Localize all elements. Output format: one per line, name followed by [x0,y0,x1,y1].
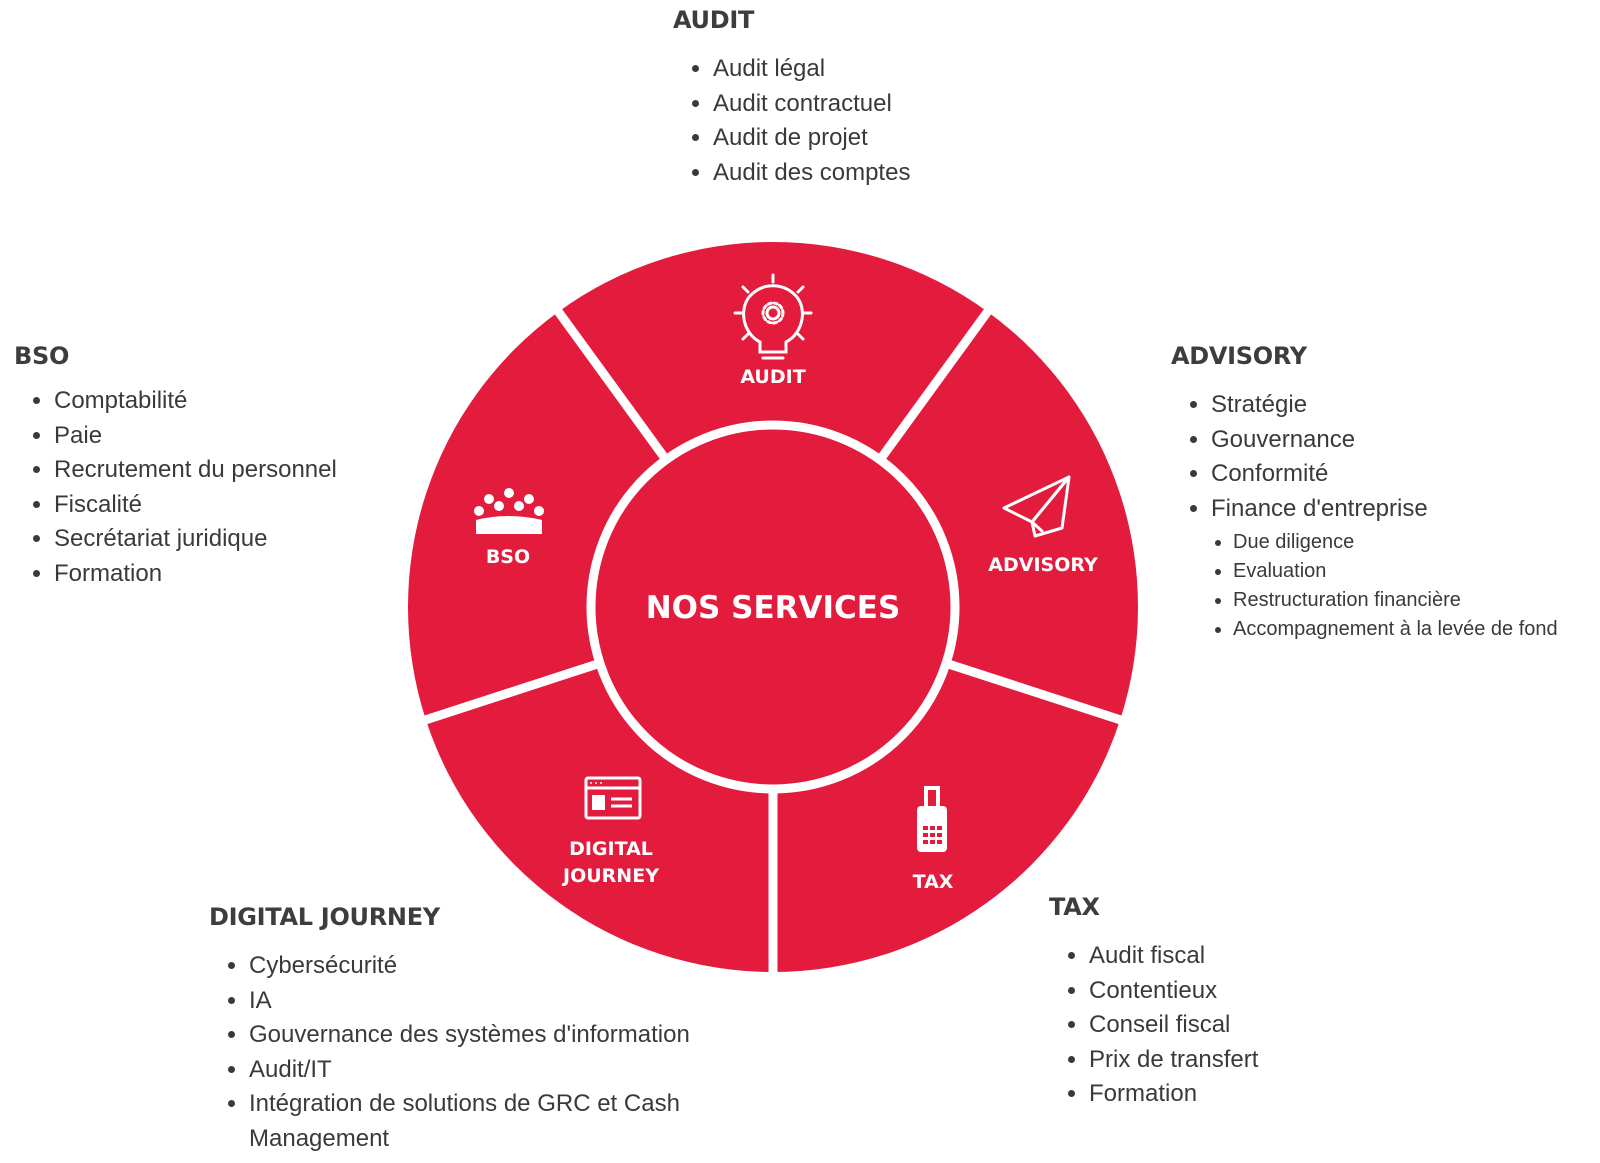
bso-heading: BSO [14,342,70,370]
audit-services-block: AUDIT Audit légal Audit contractuel Audi… [673,6,910,190]
segment-separator [422,658,604,725]
list-item: Conformité [1211,457,1558,492]
wheel-separators [422,307,1124,974]
center-title: NOS SERVICES [646,590,901,626]
tax-heading: TAX [1049,893,1100,921]
list-item: Gouvernance des systèmes d'information [249,1018,769,1053]
team-meeting-icon [474,488,544,534]
list-item: Fiscalité [54,488,337,523]
list-item: Contentieux [1089,974,1258,1009]
list-item: Intégration de solutions de GRC et Cash … [249,1087,769,1156]
list-item: Comptabilité [54,384,337,419]
segment-label-tax: TAX [913,871,954,893]
list-item: Finance d'entreprise Due diligence Evalu… [1211,492,1558,645]
list-item: Secrétariat juridique [54,522,337,557]
segment-label-advisory: ADVISORY [988,554,1098,576]
segment-separator [875,307,993,465]
advisory-sublist: Due diligence Evaluation Restructuration… [1211,528,1558,644]
list-item: Audit de projet [713,121,910,156]
list-item: Cybersécurité [249,949,769,984]
bso-list: Comptabilité Paie Recrutement du personn… [14,384,337,591]
list-item: Formation [1089,1077,1258,1112]
lightbulb-gear-icon [733,273,813,360]
digital-services-block: DIGITAL JOURNEY Cybersécurité IA Gouvern… [209,903,769,1156]
advisory-list: Stratégie Gouvernance Conformité Finance… [1171,388,1558,644]
audit-heading: AUDIT [673,6,755,34]
advisory-services-block: ADVISORY Stratégie Gouvernance Conformit… [1171,342,1558,644]
list-item: Evaluation [1233,557,1558,586]
list-item: Audit fiscal [1089,939,1258,974]
list-item: Accompagnement à la levée de fond [1233,615,1558,644]
tax-list: Audit fiscal Contentieux Conseil fiscal … [1049,939,1258,1112]
paper-plane-icon [1002,475,1071,538]
segment-separator [553,307,671,465]
list-item: Prix de transfert [1089,1043,1258,1078]
digital-heading: DIGITAL JOURNEY [209,903,440,931]
payment-terminal-icon [917,786,947,852]
bso-services-block: BSO Comptabilité Paie Recrutement du per… [14,342,337,591]
list-item: Gouvernance [1211,423,1558,458]
browser-window-icon [584,776,642,820]
list-item: Formation [54,557,337,592]
advisory-heading: ADVISORY [1171,342,1307,370]
list-item: Stratégie [1211,388,1558,423]
list-item: Restructuration financière [1233,586,1558,615]
list-item: Audit légal [713,52,910,87]
list-item: Recrutement du personnel [54,453,337,488]
audit-list: Audit légal Audit contractuel Audit de p… [673,52,910,190]
digital-list: Cybersécurité IA Gouvernance des système… [209,949,769,1156]
list-item: Audit des comptes [713,156,910,191]
list-item: Conseil fiscal [1089,1008,1258,1043]
segment-label-digital-line2: JOURNEY [561,865,659,887]
center-circle [586,420,960,794]
list-item: Audit/IT [249,1053,769,1088]
list-item: IA [249,984,769,1019]
segment-label-digital-line1: DIGITAL [569,838,653,860]
segment-label-bso: BSO [486,546,530,568]
tax-services-block: TAX Audit fiscal Contentieux Conseil fis… [1049,893,1258,1112]
advisory-item-label: Finance d'entreprise [1211,494,1428,522]
list-item: Paie [54,419,337,454]
list-item: Due diligence [1233,528,1558,557]
list-item: Audit contractuel [713,87,910,122]
segment-separator [942,658,1124,725]
segment-label-audit: AUDIT [740,366,805,388]
